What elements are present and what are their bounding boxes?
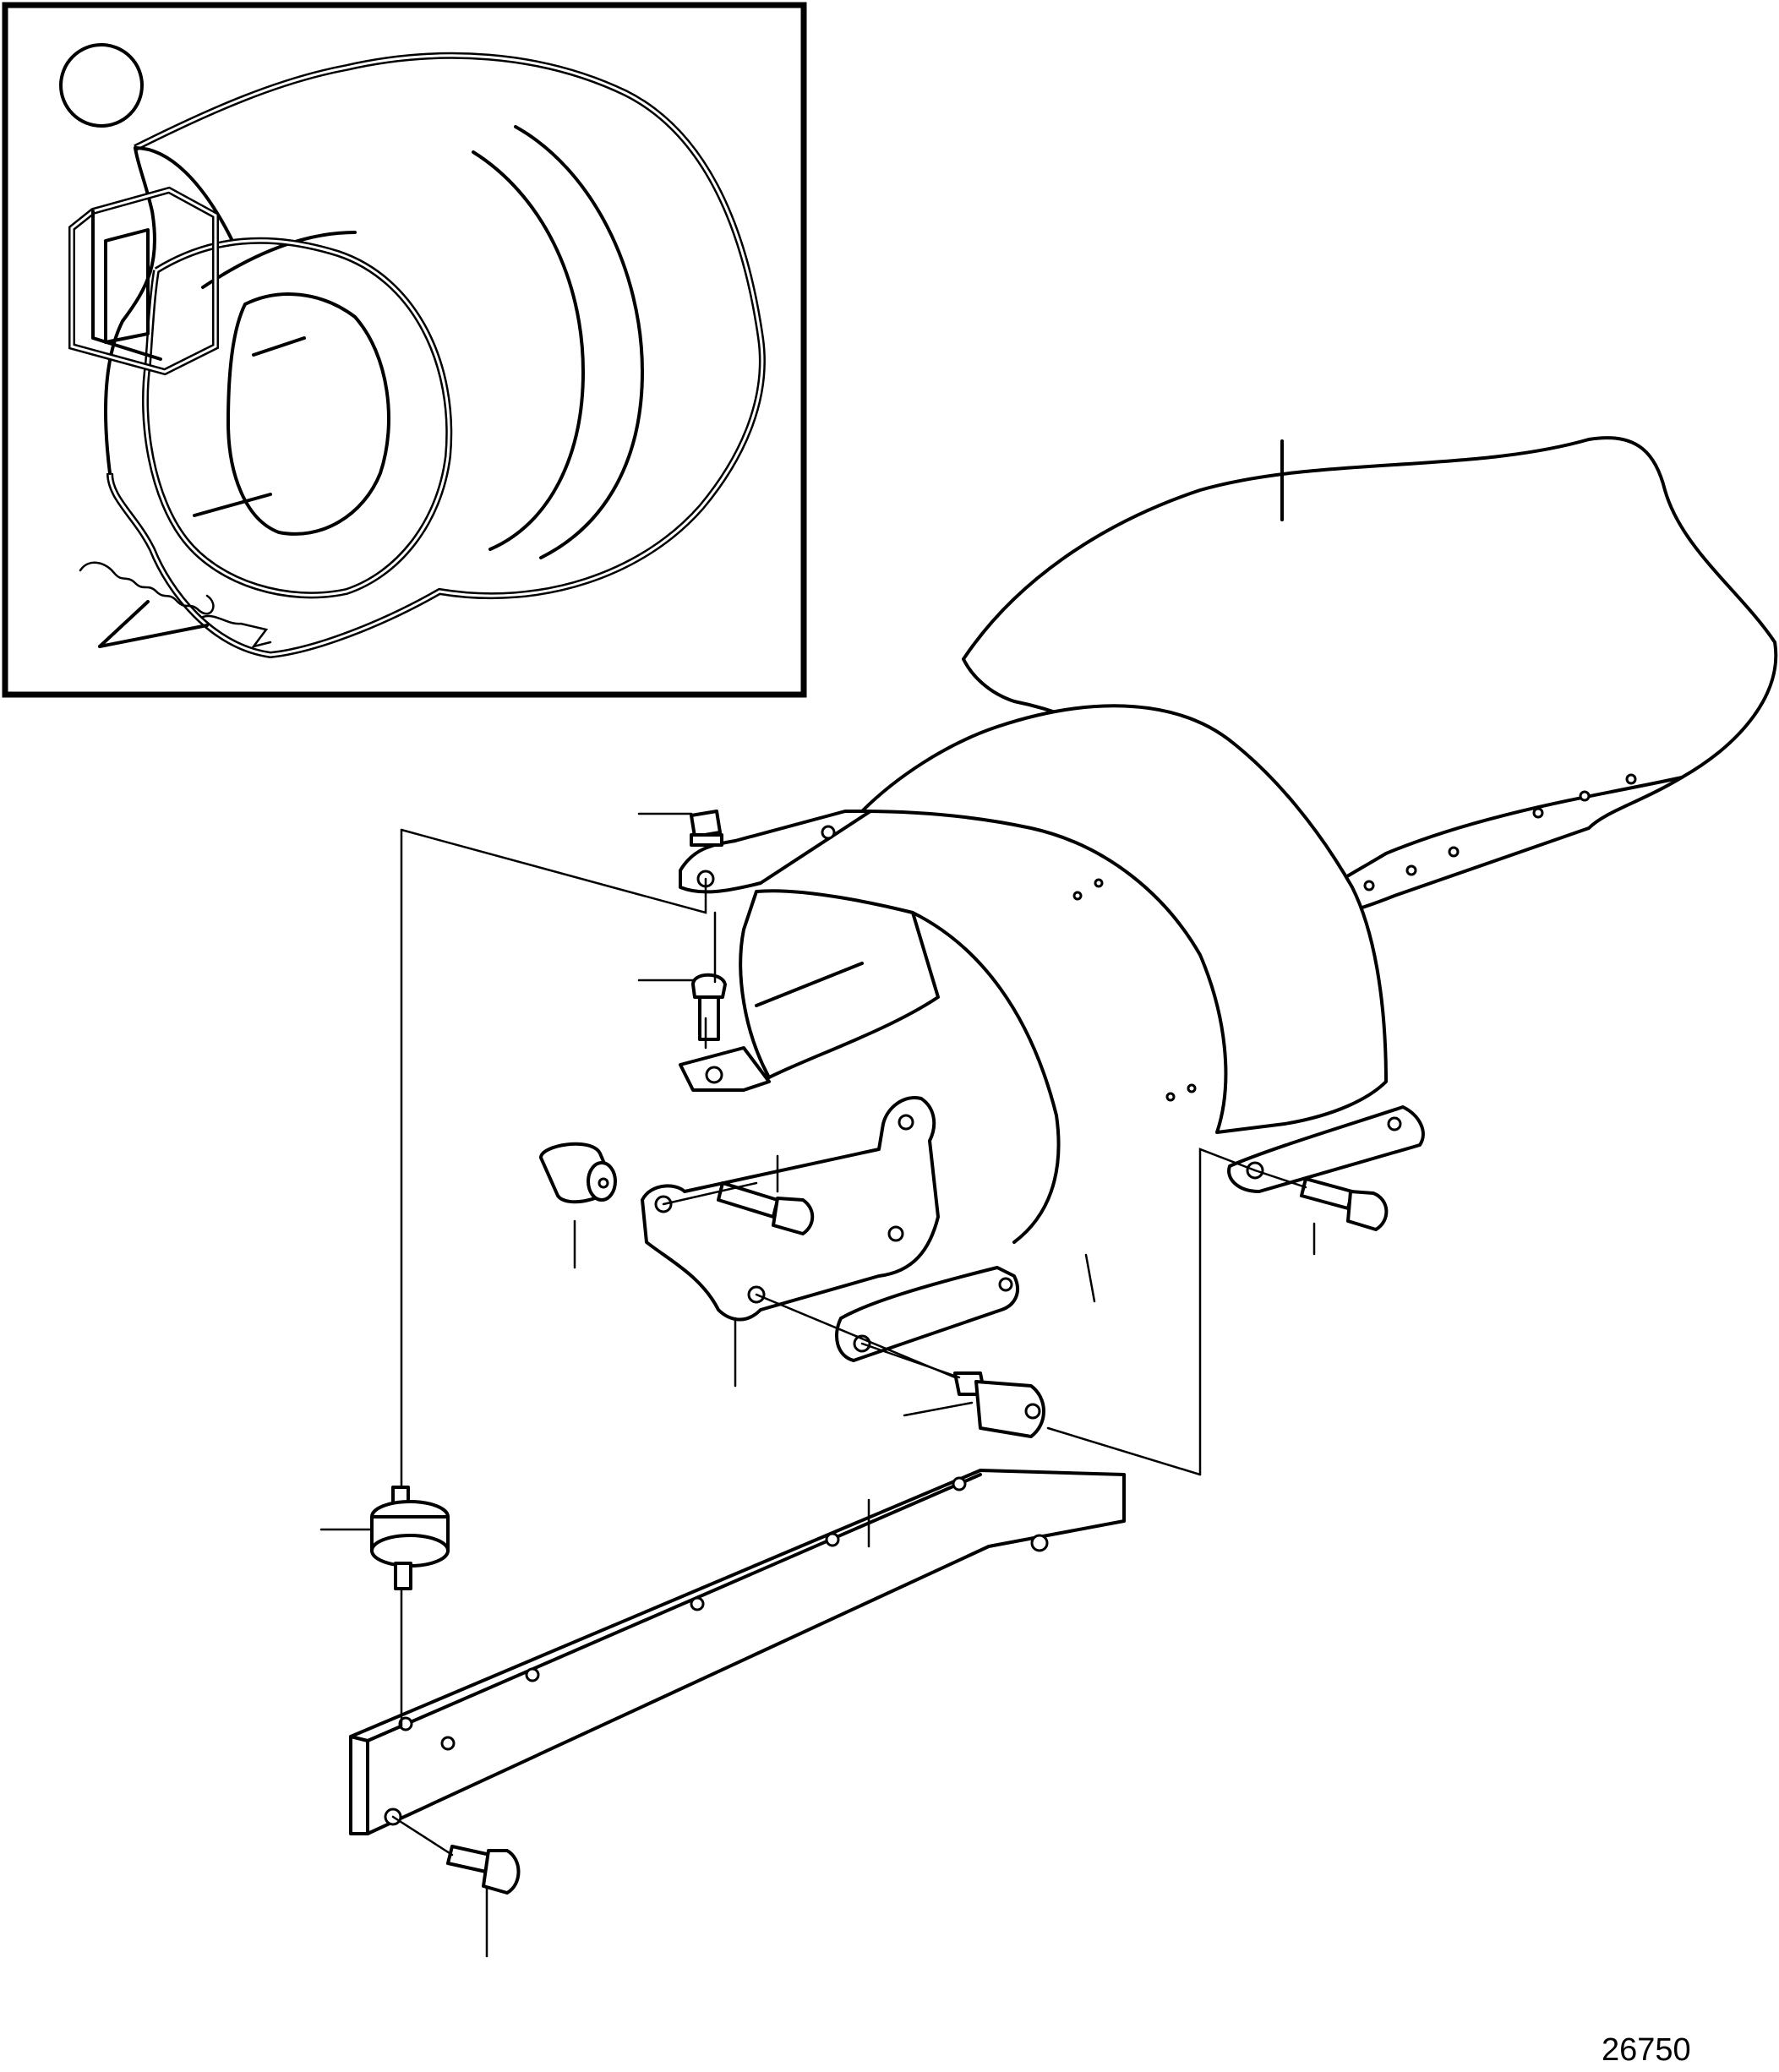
- spring-clips: [79, 561, 272, 649]
- right-mounting-ear: [1227, 1105, 1425, 1193]
- bolt-frame-rail: [446, 1845, 521, 1895]
- bolt-shield-bracket: [691, 973, 727, 1041]
- rubber-mount: [370, 1486, 450, 1590]
- figure-number: 26750: [1602, 2032, 1691, 2068]
- inlet-flange-box: [68, 186, 219, 376]
- insulation-blanket: [104, 52, 766, 659]
- inset-detail-view: [2, 2, 807, 698]
- bolt-right-ear: [1300, 1177, 1389, 1231]
- lower-plate-bracket: [835, 1266, 1019, 1362]
- spacer-bushing: [539, 1142, 617, 1204]
- inset-frame: [2, 2, 807, 698]
- leader-lines: [319, 812, 1316, 1958]
- heat-shield-middle: [860, 704, 1388, 1134]
- stud-nut-spacer: [953, 1371, 1045, 1438]
- lower-shield-bracket: [679, 1046, 771, 1092]
- vent-holes: [1072, 773, 1637, 1102]
- frame-rail: [349, 1469, 1126, 1835]
- bolt-z-bracket: [717, 1181, 815, 1235]
- inset-marker-circle: [59, 43, 144, 128]
- bolt-upper-bracket: [690, 810, 723, 847]
- rail-holes: [384, 1476, 1049, 1826]
- heat-shield-inner: [739, 889, 940, 1079]
- main-assembly: [349, 436, 1778, 1895]
